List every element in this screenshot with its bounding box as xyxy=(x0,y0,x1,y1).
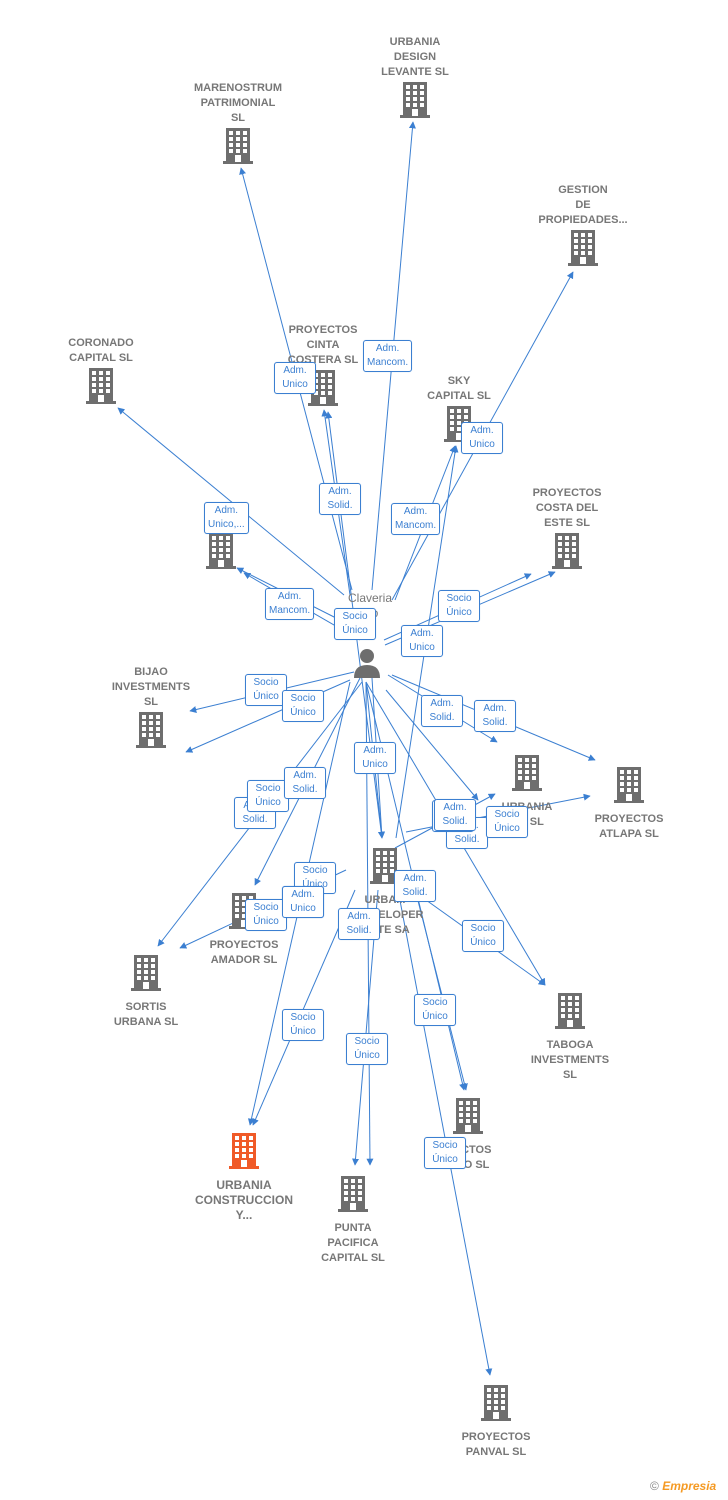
building-icon xyxy=(481,1385,511,1421)
company-node-panval[interactable]: PROYECTOS PANVAL SL xyxy=(431,1385,561,1460)
building-icon xyxy=(131,955,161,991)
relation-tag[interactable]: Socio Único xyxy=(334,608,376,640)
building-icon xyxy=(453,1098,483,1134)
relation-tag[interactable]: Adm. Unico xyxy=(461,422,503,454)
company-name: SORTIS URBANA SL xyxy=(113,1001,179,1028)
company-name: TABOGA INVESTMENTS SL xyxy=(530,1039,610,1081)
relation-tag[interactable]: Socio Único xyxy=(438,590,480,622)
copyright-symbol: © xyxy=(650,1479,659,1493)
relation-tag[interactable]: Adm. Solid. xyxy=(394,870,436,902)
relation-tag[interactable]: Socio Único xyxy=(486,806,528,838)
relation-tag[interactable]: Socio Único xyxy=(282,690,324,722)
company-node-gestion[interactable]: GESTION DE PROPIEDADES... xyxy=(518,183,648,271)
relation-tag[interactable]: Adm. Mancom. xyxy=(265,588,315,620)
company-node-proy-ro[interactable]: ...ECTOS ...RO SL xyxy=(403,1098,533,1173)
relation-tag[interactable]: Adm. Solid. xyxy=(434,799,476,831)
company-node-marenostrum[interactable]: MARENOSTRUM PATRIMONIAL SL xyxy=(173,81,303,169)
relation-tag[interactable]: Socio Único xyxy=(245,674,287,706)
building-icon xyxy=(568,230,598,266)
edge-line xyxy=(397,889,493,1376)
building-icon xyxy=(512,755,542,791)
company-name: PROYECTOS COSTA DEL ESTE SL xyxy=(532,487,602,529)
relation-tag[interactable]: Adm. Unico xyxy=(274,362,316,394)
relation-tag[interactable]: Adm. Unico xyxy=(401,625,443,657)
edge-line xyxy=(117,407,345,596)
building-icon xyxy=(206,533,236,569)
building-icon xyxy=(136,712,166,748)
building-icon xyxy=(370,848,400,884)
company-node-atlapa[interactable]: PROYECTOS ATLAPA SL xyxy=(564,767,694,842)
relation-tag[interactable]: Adm. Unico xyxy=(354,742,396,774)
relation-tag[interactable]: Adm. Solid. xyxy=(421,695,463,727)
company-name: URBANIA DESIGN LEVANTE SL xyxy=(381,36,449,78)
relation-tag[interactable]: Adm. Mancom. xyxy=(391,503,441,535)
company-node-sortis[interactable]: SORTIS URBANA SL xyxy=(81,955,211,1030)
company-name: URBANIA CONSTRUCCION Y... xyxy=(195,1178,293,1222)
company-node-bijao[interactable]: BIJAO INVESTMENTS SL xyxy=(86,665,216,753)
company-name: PROYECTOS PANVAL SL xyxy=(461,1431,531,1458)
relation-tag[interactable]: Adm. Unico xyxy=(282,886,324,918)
company-name: GESTION DE PROPIEDADES... xyxy=(538,184,628,226)
company-node-sky[interactable]: SKY CAPITAL SL xyxy=(394,374,524,447)
company-name: SKY CAPITAL SL xyxy=(427,375,491,402)
company-node-taboga[interactable]: TABOGA INVESTMENTS SL xyxy=(505,993,635,1083)
company-name: BIJAO INVESTMENTS SL xyxy=(111,666,191,708)
relation-tag[interactable]: Socio Único xyxy=(282,1009,324,1041)
edge-line xyxy=(385,689,479,801)
relation-tag[interactable]: Socio Único xyxy=(247,780,289,812)
building-icon xyxy=(614,767,644,803)
company-node-coronado[interactable]: CORONADO CAPITAL SL xyxy=(36,336,166,409)
company-name: PROYECTOS AMADOR SL xyxy=(209,939,279,966)
building-icon xyxy=(400,82,430,118)
company-node-costa-este[interactable]: PROYECTOS COSTA DEL ESTE SL xyxy=(502,486,632,574)
brand-name: Empresia xyxy=(662,1479,717,1493)
company-node-punta[interactable]: PUNTA PACIFICA CAPITAL SL xyxy=(288,1176,418,1266)
relation-tag[interactable]: Adm. Unico,... xyxy=(204,502,249,534)
company-name: PROYECTOS ATLAPA SL xyxy=(594,813,664,840)
building-icon xyxy=(338,1176,368,1212)
building-icon xyxy=(223,128,253,164)
relation-tag[interactable]: Adm. Mancom. xyxy=(363,340,413,372)
relation-tag[interactable]: Socio Único xyxy=(346,1033,388,1065)
relation-tag[interactable]: Socio Único xyxy=(462,920,504,952)
relation-tag[interactable]: Adm. Solid. xyxy=(338,908,380,940)
building-icon xyxy=(229,1133,259,1169)
brand-footer[interactable]: © Empresia xyxy=(650,1479,716,1493)
building-icon xyxy=(555,993,585,1029)
person-icon[interactable] xyxy=(352,647,382,679)
relation-tag[interactable]: Socio Único xyxy=(414,994,456,1026)
relation-tag[interactable]: Adm. Solid. xyxy=(284,767,326,799)
relation-tag[interactable]: Socio Único xyxy=(424,1137,466,1169)
relation-tag[interactable]: Socio Único xyxy=(245,899,287,931)
company-node-urbania-constr[interactable]: URBANIA CONSTRUCCION Y... xyxy=(179,1133,309,1223)
relation-tag[interactable]: Socio Único xyxy=(294,862,336,894)
relation-tag[interactable]: Adm. Solid. xyxy=(474,700,516,732)
relation-tag[interactable]: Adm. Solid. xyxy=(319,483,361,515)
company-name: CORONADO CAPITAL SL xyxy=(68,337,134,364)
building-icon xyxy=(86,368,116,404)
company-name: PUNTA PACIFICA CAPITAL SL xyxy=(321,1222,385,1264)
company-node-urbania-design[interactable]: URBANIA DESIGN LEVANTE SL xyxy=(350,35,480,123)
building-icon xyxy=(552,533,582,569)
company-name: MARENOSTRUM PATRIMONIAL SL xyxy=(194,82,282,124)
company-name: ...ECTOS ...RO SL xyxy=(444,1144,492,1171)
company-node-amador[interactable]: PROYECTOS AMADOR SL xyxy=(179,893,309,968)
